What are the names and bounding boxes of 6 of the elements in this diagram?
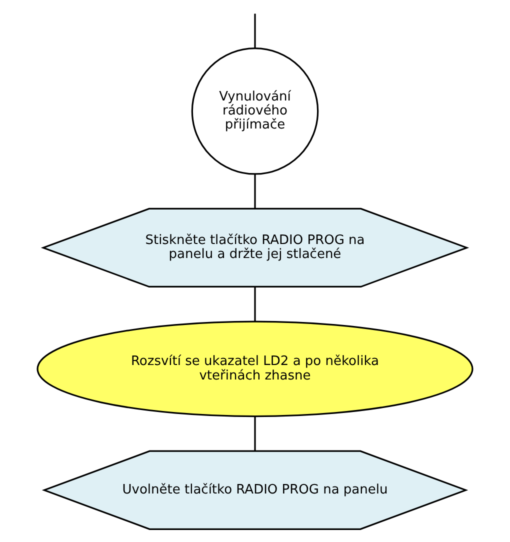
connector [254, 14, 256, 48]
node-circle: Vynulování rádiového přijímače [191, 48, 319, 175]
connector [254, 174, 256, 209]
connector [254, 416, 256, 451]
node-ellipse: Rozsvítí se ukazatel LD2 a po několika vteřinách zhasne [36, 320, 474, 418]
connector [254, 286, 256, 322]
